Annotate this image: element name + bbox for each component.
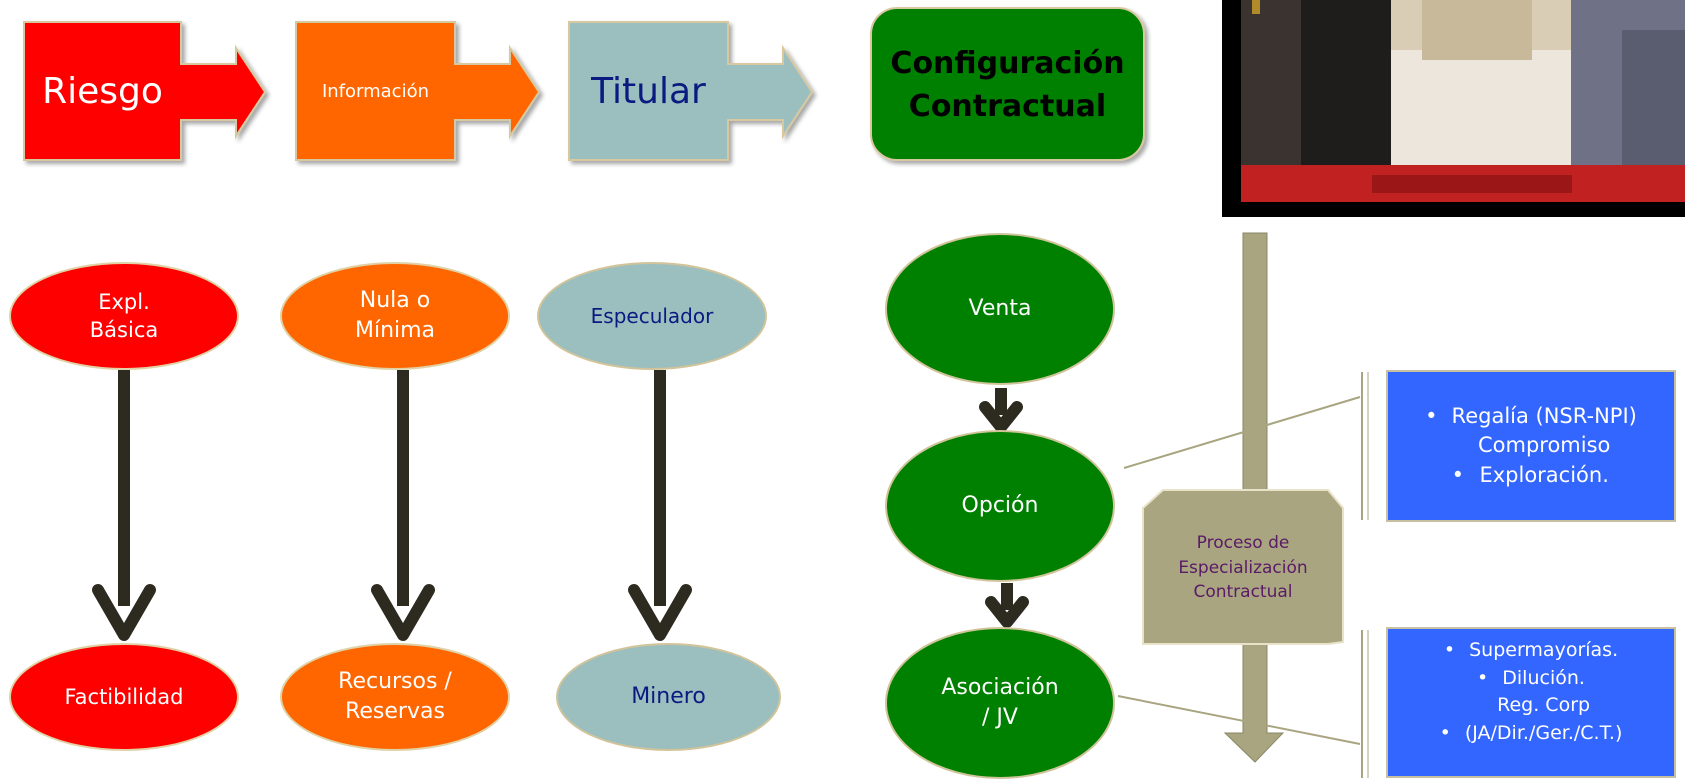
- callout-bottom-item-text: Dilución.: [1502, 666, 1585, 689]
- callout-top-item-text: Regalía (NSR-NPI): [1451, 404, 1637, 428]
- callout-bottom-list: Supermayorías. Dilución. Reg. Corp (JA/D…: [1388, 637, 1674, 747]
- configuracion-label: Configuración Contractual: [890, 45, 1125, 125]
- oval-recursos-reservas: Recursos / Reservas: [280, 643, 510, 751]
- callout-top-item: Regalía (NSR-NPI): [1388, 402, 1674, 431]
- informacion-label: Información: [321, 80, 430, 102]
- oval-factibilidad: Factibilidad: [9, 643, 239, 751]
- riesgo-arrow: [23, 21, 267, 161]
- callout-top-item: Compromiso Exploración.: [1388, 431, 1674, 490]
- callout-bottom-item: Dilución.: [1388, 665, 1674, 693]
- oval-venta: Venta: [885, 233, 1115, 385]
- titular-label: Titular: [591, 70, 706, 112]
- header-flow-shapes: [23, 7, 1145, 161]
- titular-arrow: [568, 21, 814, 161]
- informacion-arrow: [295, 21, 541, 161]
- oval-asociacion-jv: Asociación / JV: [885, 627, 1115, 779]
- riesgo-label: Riesgo: [42, 70, 163, 112]
- callout-bottom-item: Reg. Corp (JA/Dir./Ger./C.T.): [1388, 692, 1674, 747]
- oval-opcion: Opción: [885, 430, 1115, 582]
- callout-bottom: Supermayorías. Dilución. Reg. Corp (JA/D…: [1386, 627, 1676, 778]
- painting-image: [1222, 0, 1685, 217]
- callout-bottom-item: Supermayorías.: [1388, 637, 1674, 665]
- callout-top-item-text: Compromiso Exploración.: [1477, 433, 1611, 487]
- configuracion-box: [870, 7, 1145, 161]
- oval-especulador: Especulador: [537, 262, 767, 370]
- oval-expl-basica: Expl. Básica: [9, 262, 239, 370]
- callout-bottom-item-text: Reg. Corp (JA/Dir./Ger./C.T.): [1464, 694, 1623, 744]
- process-octagon: [1142, 489, 1344, 645]
- callout-top: Regalía (NSR-NPI) Compromiso Exploración…: [1386, 370, 1676, 522]
- oval-nula-minima: Nula o Mínima: [280, 262, 510, 370]
- process-label: Proceso de Especialización Contractual: [1178, 533, 1308, 603]
- callout-top-list: Regalía (NSR-NPI) Compromiso Exploración…: [1388, 402, 1674, 490]
- painting-art: [1241, 0, 1685, 202]
- callout-bottom-item-text: Supermayorías.: [1469, 639, 1619, 661]
- oval-minero: Minero: [556, 643, 781, 751]
